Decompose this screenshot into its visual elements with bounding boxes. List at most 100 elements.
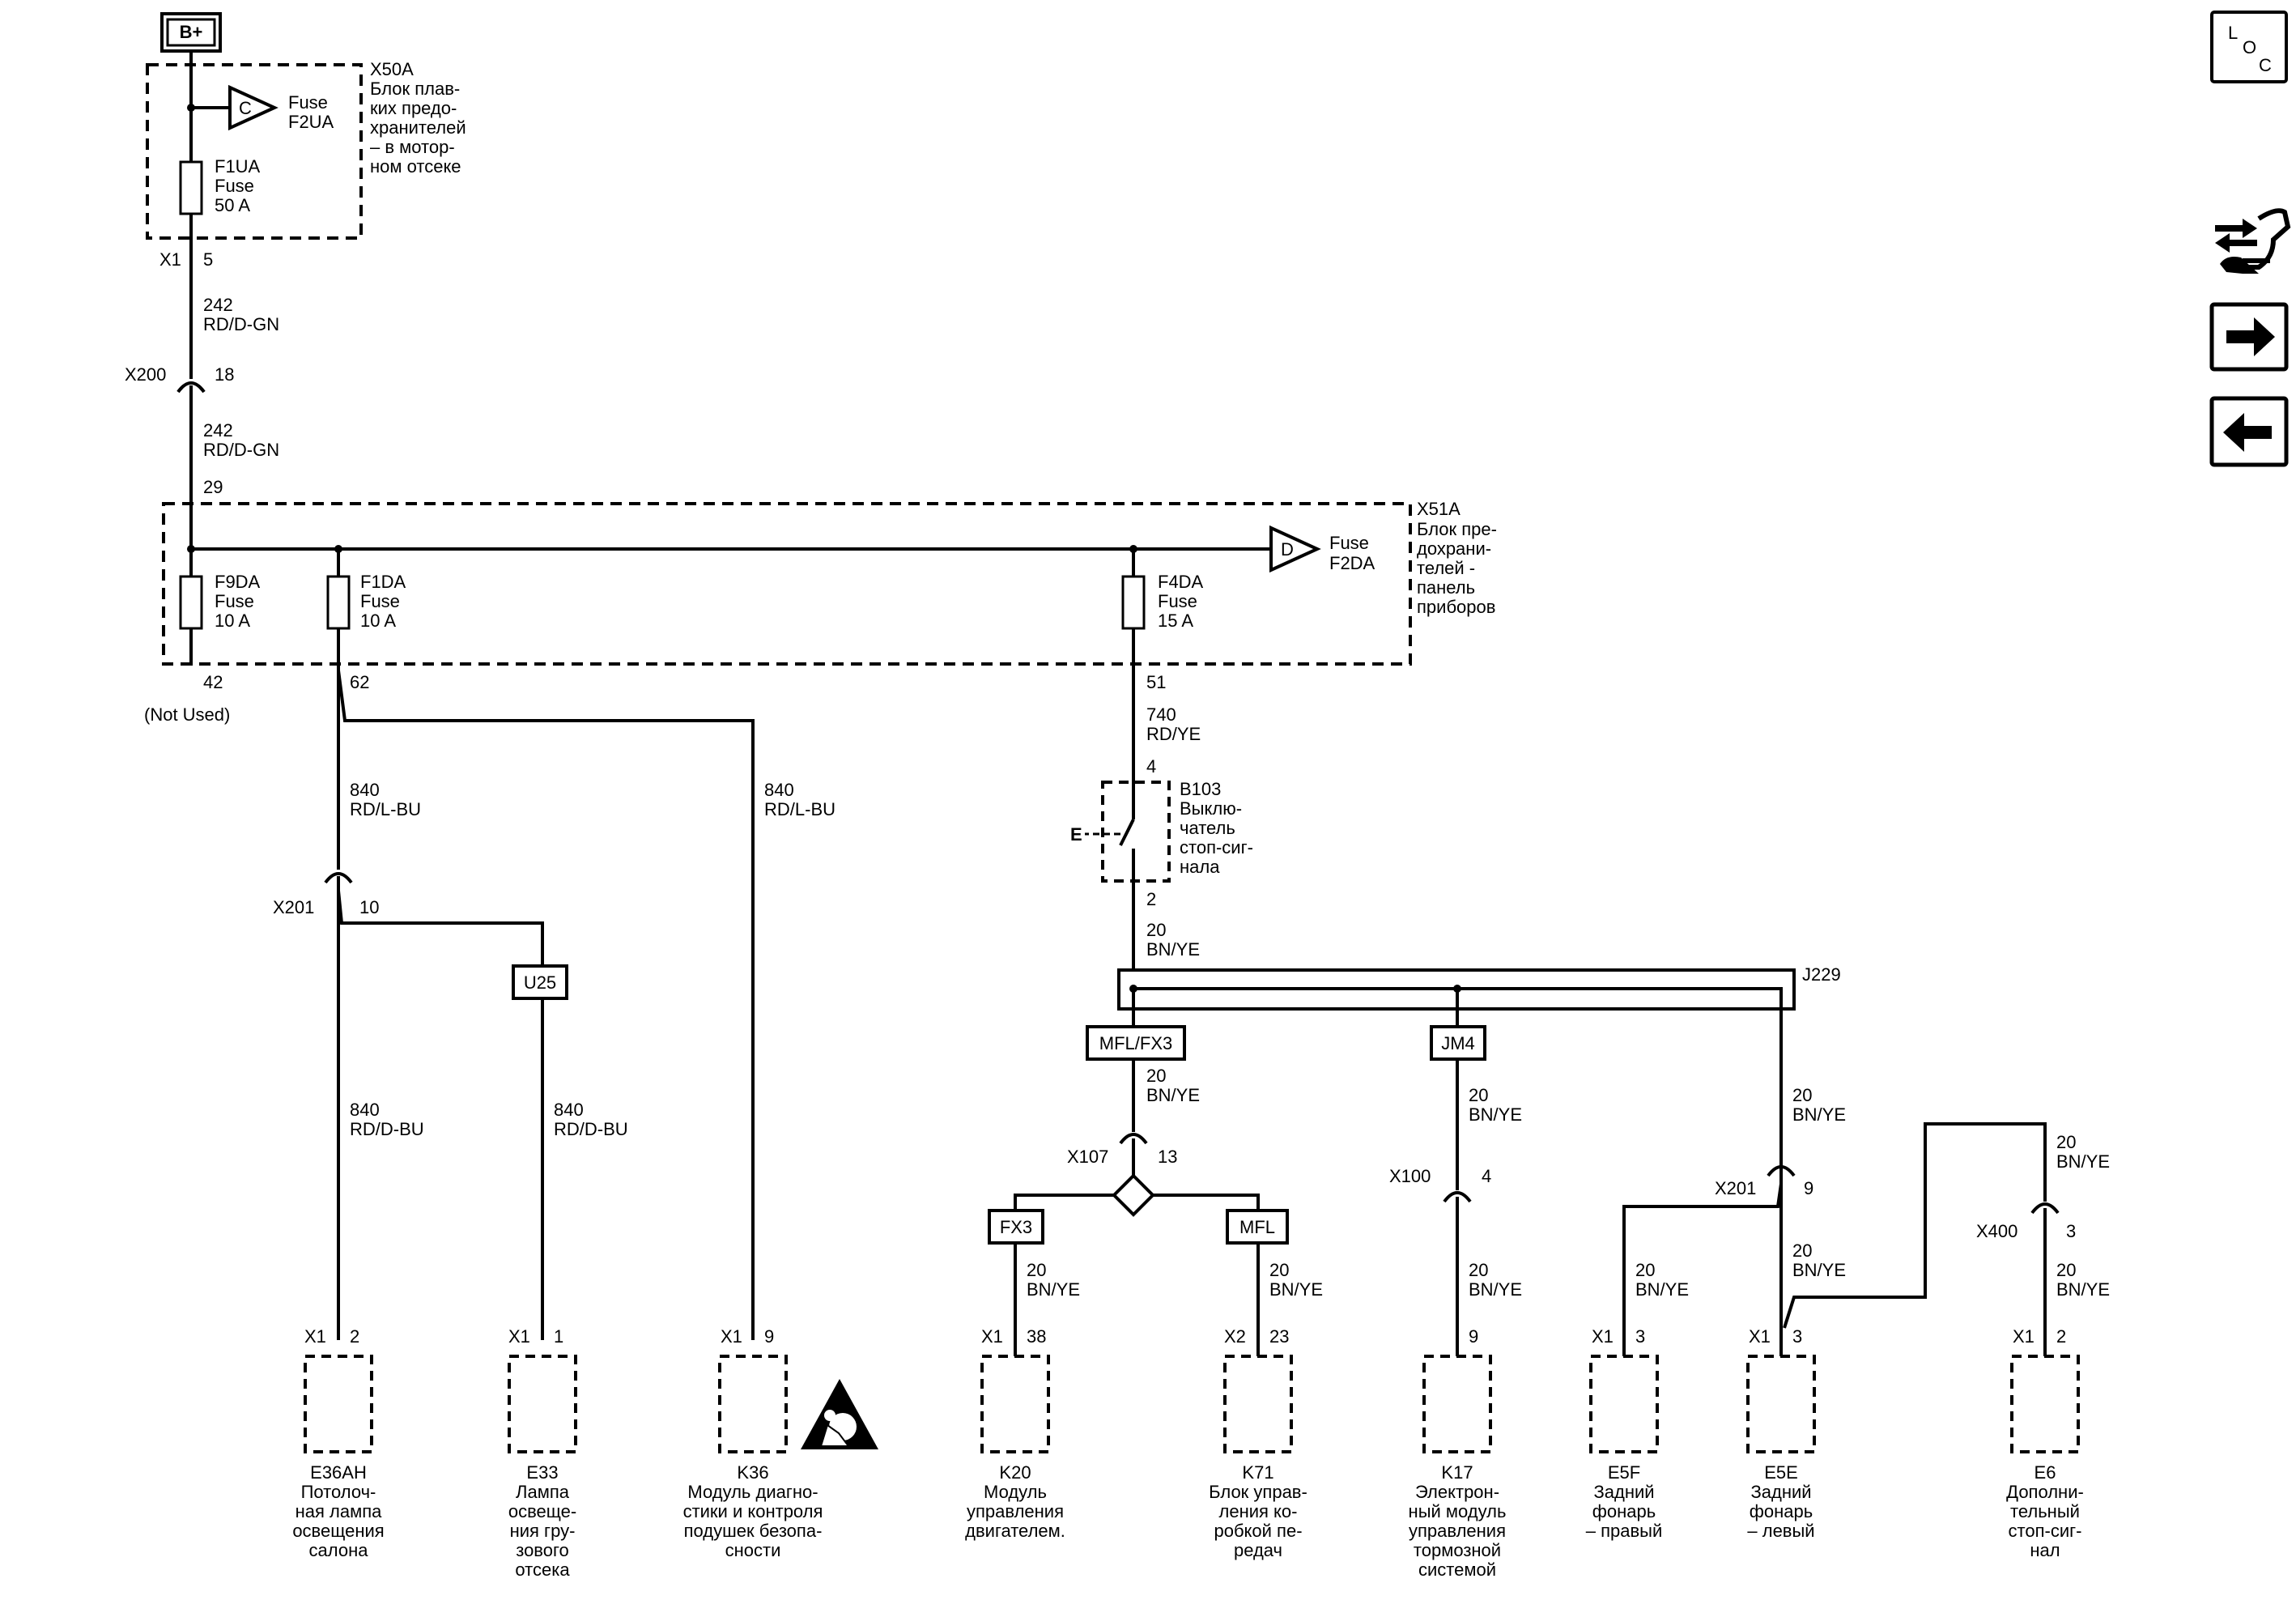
svg-text:X1: X1 [304,1326,326,1347]
fuse-block-x51a [162,502,1412,666]
x201-b-pin: 9 [1804,1178,1813,1198]
fuse-f4da-rating: 15 A [1158,611,1193,631]
wire-740-color: RD/YE [1146,724,1201,744]
wrench-connector-button[interactable] [2215,208,2291,274]
b103-pedal-label: E [1070,824,1082,845]
fuse-f2ua-arrow-icon [228,84,278,131]
svg-text:управления: управления [967,1501,1064,1521]
wire-j229r-num: 20 [1792,1085,1812,1105]
wire-e5e-color: BN/YE [1792,1260,1846,1280]
svg-text:C: C [2259,55,2272,75]
svg-text:X50A: X50A [370,59,414,79]
x201-b-name: X201 [1715,1178,1756,1198]
svg-text:– в мотор-: – в мотор- [370,137,455,157]
x51a-description: X51A Блок пре- дохрани- телей - панель п… [1417,499,1497,617]
svg-text:подушек безопа-: подушек безопа- [684,1521,823,1541]
f9da-pin: 42 [203,672,223,692]
wire-e5f-color: BN/YE [1635,1279,1689,1300]
mfl-fx3-label: MFL/FX3 [1099,1033,1172,1053]
svg-text:K20: K20 [999,1462,1031,1483]
wire-e36-num: 840 [350,1100,380,1120]
wire-mfl-num: 20 [1146,1066,1166,1086]
wire-sw-num: 20 [1146,920,1166,940]
svg-text:отсека: отсека [515,1560,570,1580]
svg-text:3: 3 [1635,1326,1645,1347]
svg-text:управления: управления [1409,1521,1506,1541]
wire-e33-num: 840 [554,1100,584,1120]
fuse-f2da-arrow-icon [1269,525,1321,573]
svg-text:Модуль диагно-: Модуль диагно- [687,1482,818,1502]
inline-x201-b-connector [1767,1165,1796,1177]
wire-jm4-num: 20 [1469,1085,1488,1105]
wire-fx3-num: 20 [1027,1260,1046,1280]
svg-text:робкой пе-: робкой пе- [1214,1521,1302,1541]
component-k71: X2 23 K71 Блок управ- ления ко- робкой п… [1209,1326,1307,1560]
j229-bus [1133,987,1783,1190]
svg-text:L: L [2228,23,2238,43]
wire-mfl2-color: BN/YE [1269,1279,1323,1300]
svg-text:– левый: – левый [1747,1521,1814,1541]
svg-text:системой: системой [1418,1560,1496,1580]
loc-button[interactable]: L O C [2210,11,2288,83]
loc-icon: L O C [2228,23,2272,75]
svg-text:X1: X1 [721,1326,742,1347]
fuse-d-line1: Fuse [1329,533,1369,553]
svg-text:X1: X1 [508,1326,530,1347]
svg-text:Задний: Задний [1750,1482,1811,1502]
inline-x400-connector [2030,1202,2060,1215]
wire-b-color: RD/D-GN [203,440,279,460]
x201-a-name: X201 [273,897,314,917]
wire-840-to-k36 [337,664,755,1340]
svg-text:Выклю-: Выклю- [1180,798,1242,819]
wire-e36-color: RD/D-BU [350,1119,424,1139]
component-e36ah: X1 2 E36AH Потолоч- ная лампа освещения … [292,1326,384,1560]
svg-text:E5F: E5F [1608,1462,1640,1483]
switch-b103-contact [1119,819,1135,846]
fuse-f9da-type: Fuse [215,591,254,611]
svg-text:зового: зового [516,1540,569,1560]
inline-x201-a-connector [324,872,353,884]
component-e5f: X1 3 E5F Задний фонарь – правый [1586,1326,1663,1541]
svg-text:освеще-: освеще- [508,1501,576,1521]
jm4-label: JM4 [1441,1033,1475,1053]
option-split-diamond-icon [1112,1173,1155,1217]
next-page-button[interactable] [2209,302,2289,372]
wire-mfl2-num: 20 [1269,1260,1289,1280]
svg-text:O: O [2243,37,2256,57]
svg-text:приборов: приборов [1417,597,1495,617]
wire-840-left-color: RD/L-BU [350,799,421,819]
fuse-f1ua-type: Fuse [215,176,254,196]
wire-to-e5f [1622,1171,1783,1356]
fuse-d-letter: D [1281,539,1294,560]
fuse-d-line2: F2DA [1329,553,1375,573]
option-mfl [1226,1209,1289,1245]
svg-text:стики и контроля: стики и контроля [683,1501,823,1521]
svg-text:E36AH: E36AH [310,1462,367,1483]
svg-text:сности: сности [725,1540,781,1560]
arrow-left-icon [2223,413,2272,452]
svg-text:3: 3 [1792,1326,1802,1347]
x200-pin: 18 [215,364,234,385]
svg-text:нал: нал [2030,1540,2060,1560]
fuse-c-letter: C [239,98,252,118]
fuse-f1ua-symbol [179,160,203,215]
fuse-f4da-name: F4DA [1158,572,1204,592]
fuse-f1da-symbol [326,575,351,630]
previous-page-button[interactable] [2209,396,2289,467]
arrow-right-icon [2226,317,2275,356]
svg-text:ная лампа: ная лампа [296,1501,383,1521]
wire-sw-color: BN/YE [1146,939,1200,960]
inline-x100-connector [1443,1191,1472,1203]
f4da-pin: 51 [1146,672,1166,692]
component-k20: X1 38 K20 Модуль управления двигателем. [965,1326,1065,1541]
fuse-f1da-rating: 10 A [360,611,396,631]
component-k17: 9 K17 Электрон- ный модуль управления то… [1409,1326,1507,1580]
wire-fx3-color: BN/YE [1027,1279,1080,1300]
svg-text:стоп-сиг-: стоп-сиг- [2009,1521,2082,1541]
battery-supply-box: B+ [160,12,222,53]
svg-text:ном отсеке: ном отсеке [370,156,461,177]
svg-text:X51A: X51A [1417,499,1461,519]
b103-pin-bot: 2 [1146,889,1156,909]
